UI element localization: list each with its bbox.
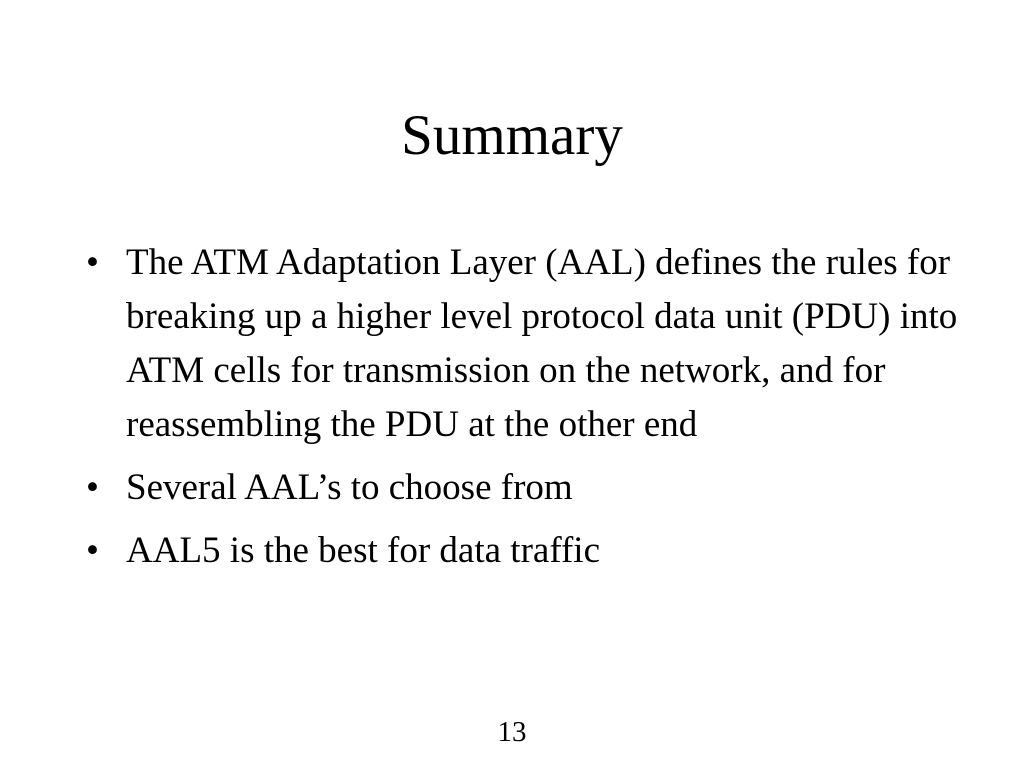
slide-title: Summary (401, 104, 623, 167)
bullet-icon: • (86, 530, 99, 571)
page-number: 13 (497, 716, 527, 748)
bullet-text: Several AAL’s to choose from (126, 467, 573, 508)
bullet-list: • The ATM Adaptation Layer (AAL) defines… (84, 236, 964, 587)
bullet-item: • Several AAL’s to choose from (84, 461, 964, 515)
bullet-item: • AAL5 is the best for data traffic (84, 524, 964, 578)
bullet-text: AAL5 is the best for data traffic (126, 530, 600, 571)
bullet-text: The ATM Adaptation Layer (AAL) defines t… (126, 242, 958, 445)
bullet-icon: • (86, 467, 99, 508)
bullet-item: • The ATM Adaptation Layer (AAL) defines… (84, 236, 964, 452)
bullet-icon: • (86, 242, 99, 283)
